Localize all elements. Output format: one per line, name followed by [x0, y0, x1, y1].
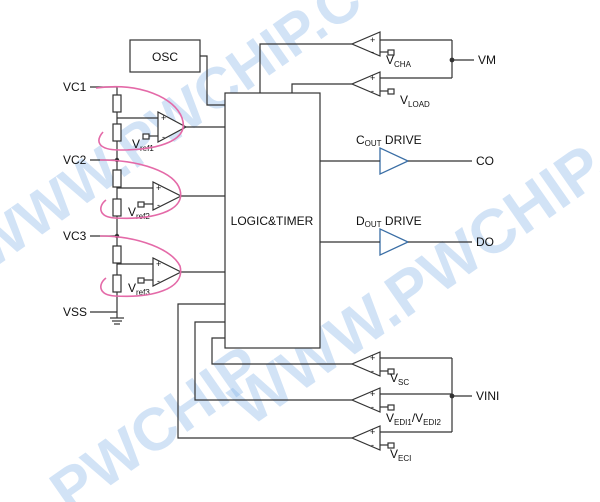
pin-vss: VSS	[63, 305, 87, 319]
logic-timer-label: LOGIC&TIMER	[231, 214, 314, 228]
svg-text:-: -	[371, 86, 374, 96]
svg-text:-: -	[371, 402, 374, 412]
cell-chain	[90, 86, 124, 325]
vsc-comparator: + - VSC	[350, 351, 452, 387]
pin-vc3: VC3	[63, 229, 87, 243]
svg-text:+: +	[370, 427, 375, 437]
vsc-label: VSC	[390, 371, 409, 387]
vload-comparator: + - VLOAD	[350, 71, 452, 109]
svg-text:+: +	[156, 259, 161, 269]
veci-comparator: + - VECI	[350, 425, 452, 463]
osc-label: OSC	[152, 50, 178, 64]
svg-text:+: +	[156, 183, 161, 193]
vref3-label: Vref3	[128, 281, 150, 297]
watermark-text: PWCHIP	[38, 332, 273, 502]
svg-text:-: -	[157, 276, 160, 286]
pin-vc1: VC1	[63, 80, 87, 94]
svg-text:-: -	[162, 132, 165, 142]
svg-text:+: +	[161, 113, 166, 123]
svg-text:-: -	[157, 200, 160, 210]
svg-text:-: -	[371, 440, 374, 450]
cell-comparator-2: + - Vref2	[117, 181, 225, 221]
pin-do: DO	[476, 235, 494, 249]
svg-text:+: +	[370, 353, 375, 363]
vcha-comparator: + - VCHA	[350, 31, 452, 69]
resistor	[112, 169, 122, 188]
vedi-label: VEDI1/VEDI2	[386, 411, 441, 427]
veci-label: VECI	[390, 447, 411, 463]
resistor	[112, 94, 122, 113]
logic-timer-block	[224, 92, 321, 349]
cout-drive-label: COUT DRIVE	[356, 133, 422, 148]
svg-text:+: +	[370, 389, 375, 399]
osc-wire	[200, 55, 225, 106]
resistor	[112, 198, 122, 217]
svg-text:+: +	[370, 35, 375, 45]
vref2-label: Vref2	[128, 205, 150, 221]
dout-driver: DOUT DRIVE	[320, 214, 472, 257]
cell-comparator-3: + - Vref3	[117, 257, 225, 297]
vcha-label: VCHA	[386, 53, 412, 69]
pin-vini: VINI	[476, 389, 499, 403]
vedi-comparator: + - VEDI1/VEDI2	[350, 387, 452, 427]
cout-driver: COUT DRIVE	[320, 133, 472, 176]
pin-vm: VM	[478, 53, 496, 67]
svg-text:-: -	[371, 366, 374, 376]
svg-text:-: -	[371, 47, 374, 57]
pin-vc2: VC2	[63, 153, 87, 167]
dout-drive-label: DOUT DRIVE	[356, 214, 422, 229]
resistor	[112, 123, 122, 142]
resistor	[112, 274, 122, 293]
resistor	[112, 245, 122, 264]
pin-co: CO	[476, 154, 494, 168]
svg-text:+: +	[370, 73, 375, 83]
hand-annotation	[95, 86, 185, 298]
vload-label: VLOAD	[400, 93, 430, 109]
